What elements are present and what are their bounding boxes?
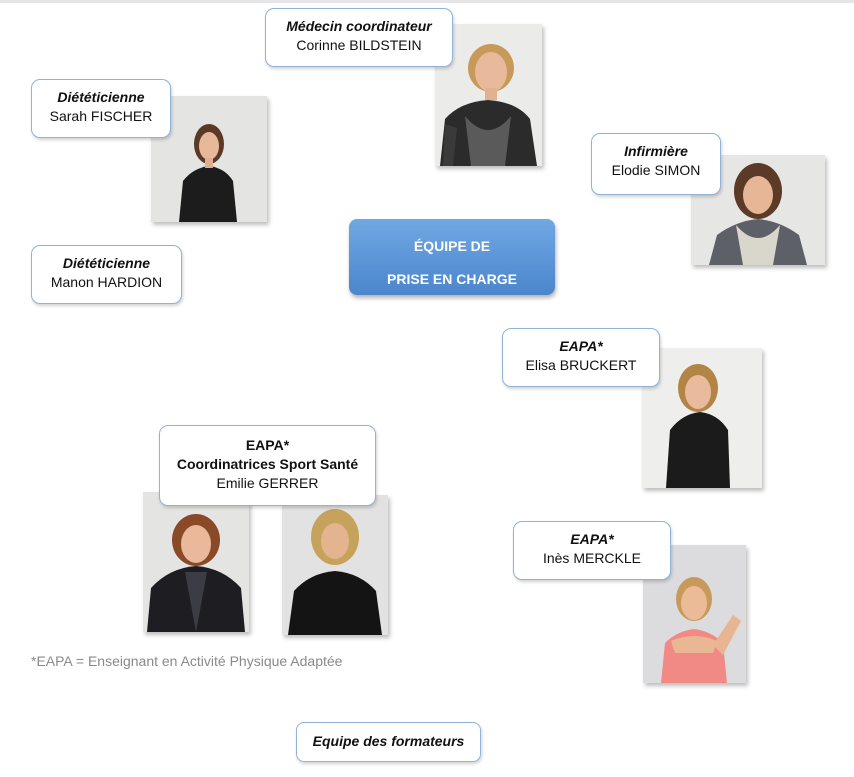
role-label: EAPA*	[570, 531, 614, 547]
person-name: Elodie SIMON	[611, 162, 701, 178]
card-eapa-coordinatrices: EAPA* Coordinatrices Sport Santé Emilie …	[159, 425, 376, 506]
person-name: Elisa BRUCKERT	[525, 357, 637, 373]
team-title-line2: PRISE EN CHARGE	[387, 271, 517, 287]
person-name: Sarah FISCHER	[49, 108, 153, 124]
person-name: Manon HARDION	[50, 274, 163, 290]
card-dieteticienne-1: Diététicienne Sarah FISCHER	[31, 79, 171, 138]
card-dieteticienne-2: Diététicienne Manon HARDION	[31, 245, 182, 304]
role-label: Médecin coordinateur	[286, 18, 432, 34]
person-name: Inès MERCKLE	[542, 550, 642, 566]
photo-eapa-1	[642, 348, 762, 488]
card-medecin: Médecin coordinateur Corinne BILDSTEIN	[265, 8, 453, 67]
role-label: Infirmière	[624, 143, 688, 159]
top-divider	[0, 0, 854, 3]
person-name: Emilie GERRER	[216, 475, 319, 491]
photo-eapa-coordinatrice-2	[282, 495, 388, 635]
role-label: EAPA*	[559, 338, 603, 354]
role-label: Diététicienne	[62, 255, 151, 271]
role-sublabel: Coordinatrices Sport Santé	[176, 456, 359, 472]
photo-medecin	[435, 24, 542, 166]
person-name: Corinne BILDSTEIN	[296, 37, 422, 53]
role-label: EAPA*	[245, 437, 290, 453]
card-eapa-1: EAPA* Elisa BRUCKERT	[502, 328, 660, 387]
footnote: *EAPA = Enseignant en Activité Physique …	[31, 653, 343, 669]
team-title-line1: ÉQUIPE DE	[413, 238, 491, 254]
card-eapa-2: EAPA* Inès MERCKLE	[513, 521, 671, 580]
card-infirmiere: Infirmière Elodie SIMON	[591, 133, 721, 195]
trainers-team-button[interactable]: Equipe des formateurs	[296, 722, 481, 762]
photo-eapa-coordinatrice-1	[143, 492, 249, 632]
team-title-button: ÉQUIPE DE PRISE EN CHARGE	[349, 219, 555, 295]
role-label: Diététicienne	[57, 89, 145, 105]
